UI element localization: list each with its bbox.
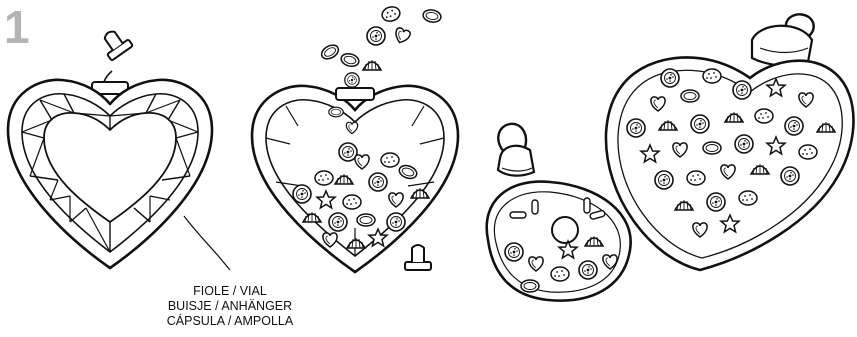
- vial-stopper: [97, 25, 133, 60]
- empty-heart-vial: [8, 25, 230, 270]
- vial-label-line-2: BUISJE / ANHÄNGER: [130, 299, 330, 314]
- vial-label: FIOLE / VIAL BUISJE / ANHÄNGER CÁPSULA /…: [130, 284, 330, 329]
- falling-pieces: [319, 5, 442, 87]
- vial-label-line-1: FIOLE / VIAL: [130, 284, 330, 299]
- vial-label-line-3: CÁPSULA / AMPOLLA: [130, 314, 330, 329]
- vial-stopper-aside: [405, 245, 431, 270]
- filled-heart-pendant: [606, 14, 854, 270]
- filling-heart-vial: [252, 5, 458, 272]
